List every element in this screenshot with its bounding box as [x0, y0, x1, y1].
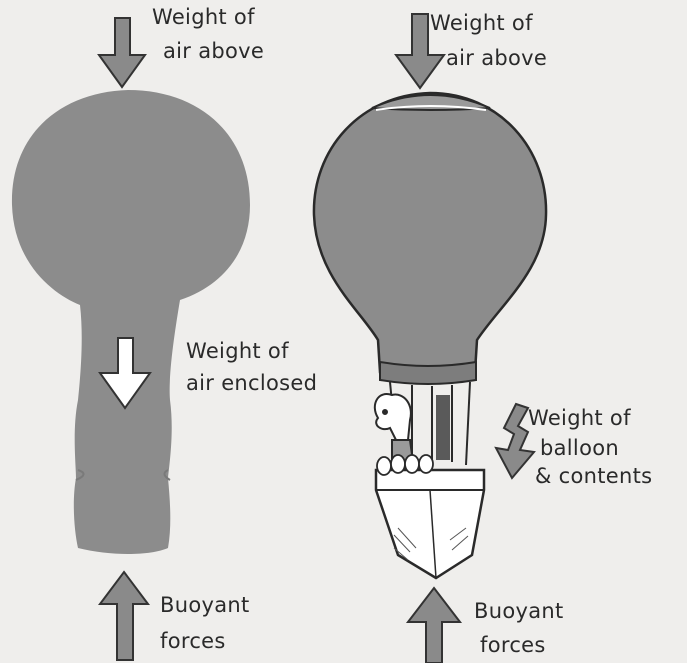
right-side-label-line3: & contents: [535, 464, 652, 488]
right-top-label-line1: Weight of: [430, 11, 533, 35]
right-side-label-line1: Weight of: [528, 406, 631, 430]
left-bottom-label-line1: Buoyant: [160, 593, 250, 617]
right-bottom-up-arrow: [408, 588, 460, 663]
right-bottom-label-line1: Buoyant: [474, 599, 564, 623]
right-bottom-label-line2: forces: [480, 633, 546, 657]
left-top-label-line1: Weight of: [152, 5, 255, 29]
left-middle-label-line1: Weight of: [186, 339, 289, 363]
left-top-label-line2: air above: [163, 39, 264, 63]
air-column-shape: [12, 90, 250, 554]
left-air-column: [12, 90, 250, 554]
balloon-basket: [376, 455, 484, 578]
left-middle-label-line2: air enclosed: [186, 371, 317, 395]
left-top-down-arrow: [99, 18, 145, 87]
balloon-envelope: [314, 93, 546, 384]
left-bottom-label-line2: forces: [160, 629, 226, 653]
envelope-skirt: [380, 362, 476, 384]
left-bottom-up-arrow: [100, 572, 148, 660]
right-top-label-line2: air above: [446, 46, 547, 70]
right-side-label-line2: balloon: [540, 436, 619, 460]
